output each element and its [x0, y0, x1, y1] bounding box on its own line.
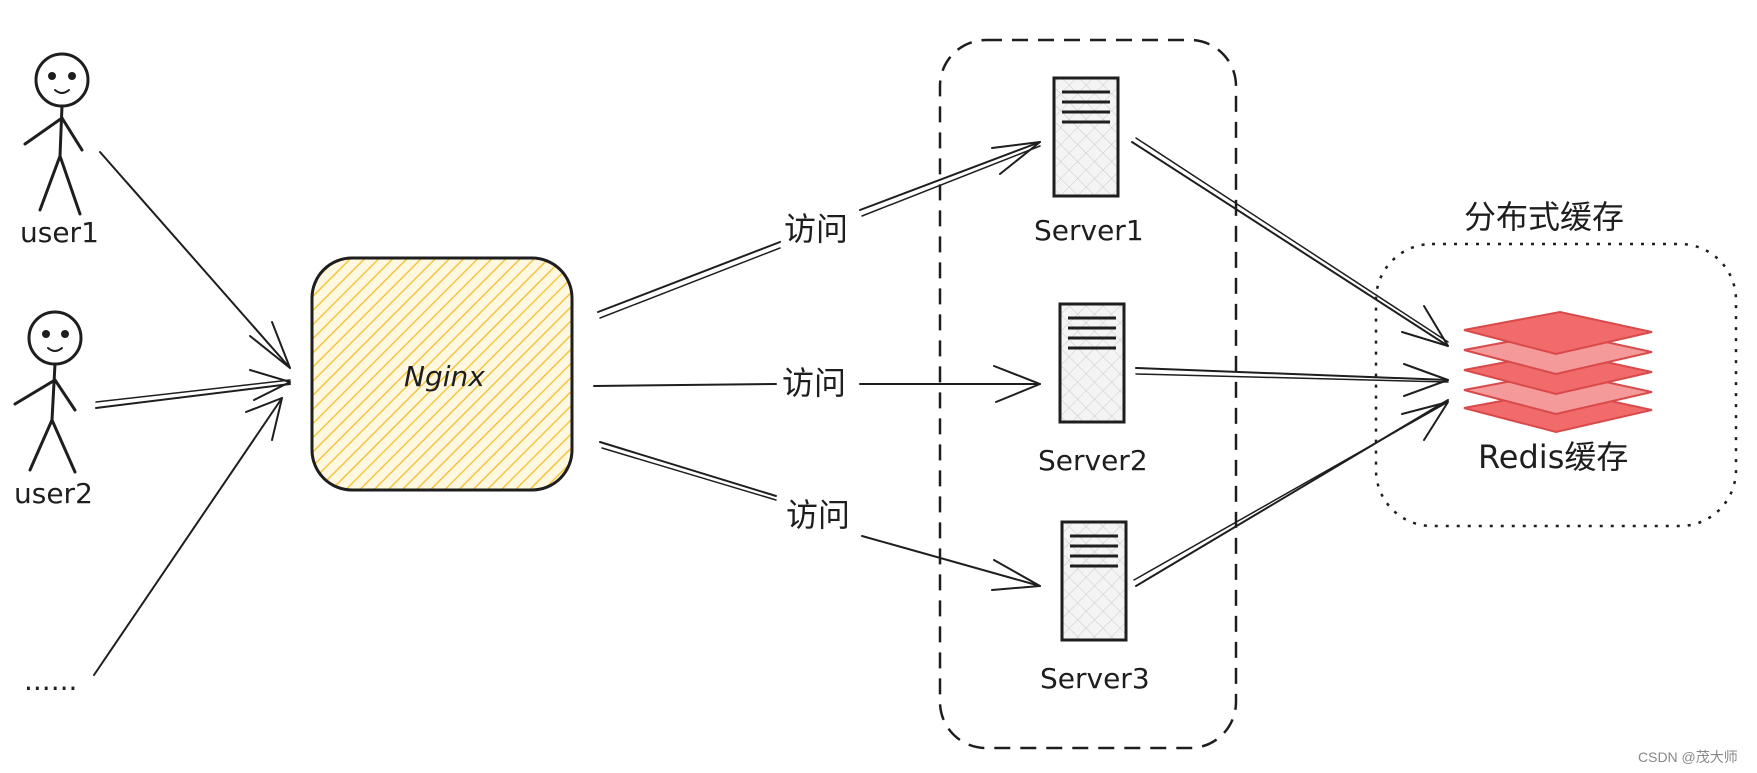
arrow-server3-to-redis — [1133, 399, 1449, 587]
redis-label: Redis缓存 — [1478, 438, 1628, 476]
arrow-user1-to-nginx — [99, 151, 291, 369]
arrow-user2-to-nginx — [95, 369, 291, 409]
server1-icon — [1052, 76, 1120, 198]
arrow-more-to-nginx — [93, 397, 283, 676]
more-users-label: ...... — [24, 664, 77, 697]
arrow-server2-to-redis — [1135, 363, 1449, 397]
user1-figure — [23, 52, 90, 216]
nginx-box — [310, 256, 574, 492]
redis-stack-icon — [1463, 310, 1653, 434]
access-label-2: 访问 — [782, 364, 846, 402]
access-label-3: 访问 — [786, 496, 850, 534]
arrow-server1-to-redis — [1131, 137, 1449, 347]
server3-icon — [1060, 520, 1128, 642]
server-group-boundary — [938, 38, 1238, 750]
arrow-nginx-to-server1 — [597, 141, 1041, 319]
nginx-label: Nginx — [404, 360, 485, 393]
arrow-nginx-to-server2 — [593, 365, 1041, 403]
user2-label: user2 — [14, 477, 93, 510]
access-label-1: 访问 — [784, 210, 848, 248]
user1-label: user1 — [20, 216, 99, 249]
cache-group-boundary — [1374, 242, 1738, 528]
watermark: CSDN @茂大师 — [1638, 749, 1738, 765]
server2-icon — [1058, 302, 1126, 424]
user2-figure — [13, 310, 83, 474]
cache-group-title: 分布式缓存 — [1464, 198, 1624, 236]
arrow-nginx-to-server3 — [599, 441, 1041, 591]
server3-label: Server3 — [1040, 662, 1150, 695]
server2-label: Server2 — [1038, 444, 1148, 477]
server1-label: Server1 — [1034, 214, 1144, 247]
